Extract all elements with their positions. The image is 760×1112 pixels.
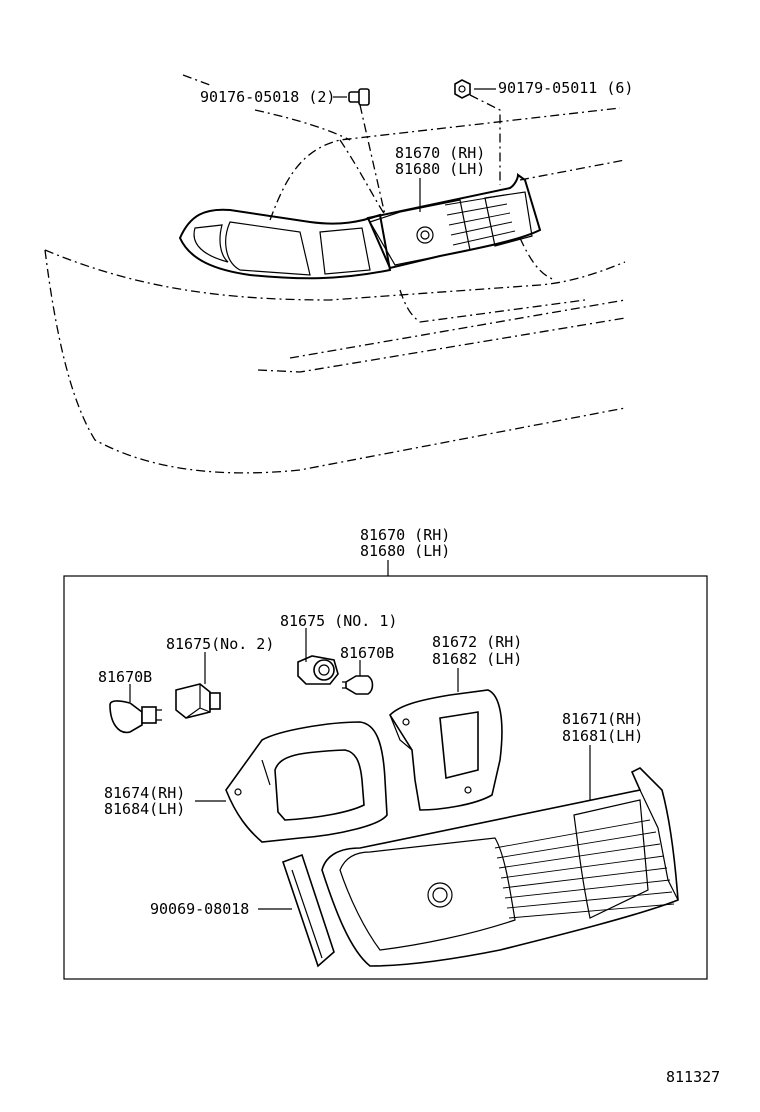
bolt-icon (348, 88, 370, 106)
label-screw: 90179-05011 (6) (498, 79, 633, 97)
box-title-rh: 81670 (RH) (360, 526, 450, 544)
label-gasket-lh: 81682 (LH) (432, 650, 522, 668)
label-housing-rh: 81671(RH) (562, 710, 643, 728)
label-bolt: 90176-05018 (2) (200, 88, 335, 106)
label-socket-no1: 81675 (NO. 1) (280, 612, 397, 630)
vehicle-rear-outline (44, 74, 626, 474)
cover-part (225, 721, 388, 843)
label-gasket-rh: 81672 (RH) (432, 633, 522, 651)
box-title-lh: 81680 (LH) (360, 542, 450, 560)
label-cover-lh: 81684(LH) (104, 800, 185, 818)
gasket-part (388, 689, 503, 811)
bulb-icon (109, 700, 162, 734)
label-bulb-right: 81670B (340, 644, 394, 662)
socket-no1-icon (297, 655, 339, 685)
socket-no2-icon (175, 683, 221, 719)
rear-garnish (178, 208, 392, 280)
label-pad: 90069-08018 (150, 900, 249, 918)
label-lamp-rh: 81670 (RH) (395, 144, 485, 162)
installed-tail-lamp (366, 173, 542, 270)
lamp-housing-part (321, 767, 679, 967)
label-bulb-left: 81670B (98, 668, 152, 686)
small-bulb-icon (342, 675, 374, 695)
label-housing-lh: 81681(LH) (562, 727, 643, 745)
label-cover-rh: 81674(RH) (104, 784, 185, 802)
exploded-view-frame (63, 575, 708, 980)
pad-part (281, 853, 335, 968)
label-socket-no2: 81675(No. 2) (166, 635, 274, 653)
upper-leader-lines (333, 88, 501, 216)
label-lamp-lh: 81680 (LH) (395, 160, 485, 178)
screw-icon (454, 79, 471, 99)
diagram-number: 811327 (666, 1068, 720, 1086)
